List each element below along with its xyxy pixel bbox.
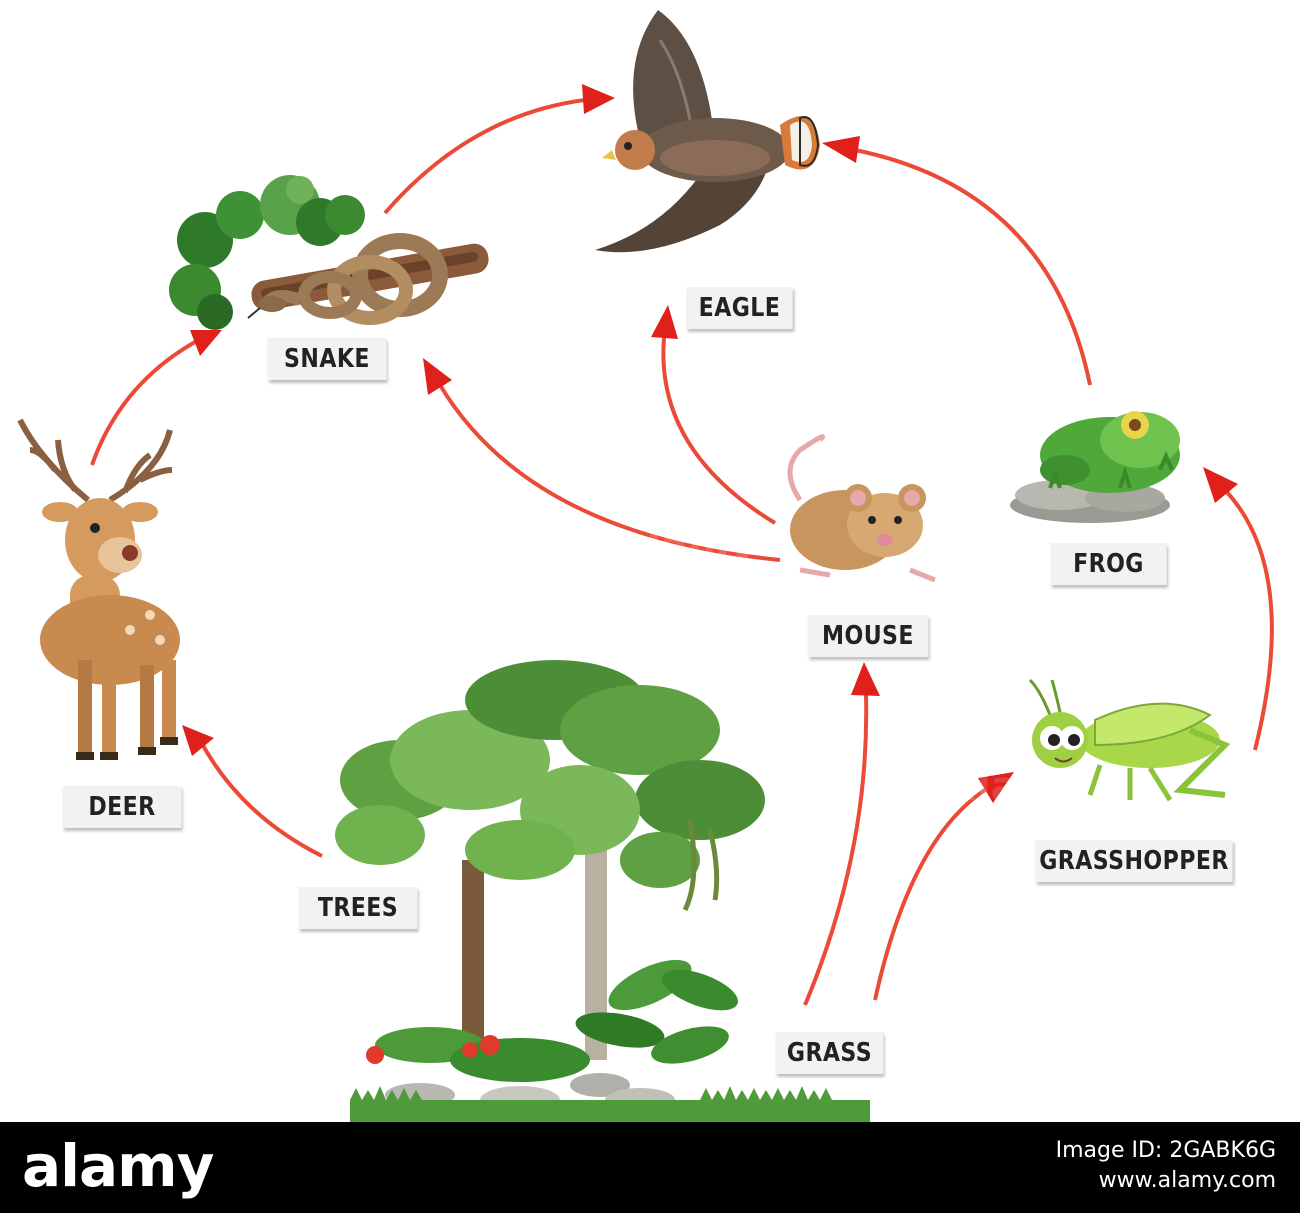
mouse-icon [787,434,936,583]
image-id: Image ID: 2GABK6G [1055,1138,1276,1163]
food-web-diagram: alamy alamy [17,10,1274,1122]
image-info: Image ID: 2GABK6G www.alamy.com [1056,1136,1276,1196]
svg-text:alamy: alamy [620,524,755,570]
arrow-mouse-to-snake [423,358,781,562]
node-label-eagle: EAGLE [686,287,793,329]
arrow-mouse-to-eagle [651,305,777,525]
arrow-grasshopper-to-frog [1203,467,1274,751]
node-label-grass: GRASS [775,1032,884,1074]
arrow-grass-to-grasshopper [873,772,1014,1001]
arrow-trees-to-deer [182,725,323,858]
deer-icon [17,418,180,760]
node-label-mouse: MOUSE [807,615,929,657]
snake-icon [169,175,489,330]
trees-icon [335,660,765,1114]
grasshopper-icon [1028,678,1231,802]
arrow-frog-to-eagle [822,136,1092,386]
arrows [90,84,1274,1006]
eagle-icon [595,10,820,253]
arrow-deer-to-snake [90,330,222,466]
node-label-grasshopper: GRASSHOPPER [1035,840,1233,882]
watermark-banner: alamy Image ID: 2GABK6G www.alamy.com [0,1122,1300,1213]
site-url: www.alamy.com [1098,1168,1276,1193]
brand-logo: alamy [22,1132,214,1200]
svg-text:alamy: alamy [950,764,1085,810]
node-label-trees: TREES [298,887,418,929]
arrow-grass-to-mouse [803,662,880,1006]
arrow-snake-to-eagle [383,84,615,215]
frog-icon [1010,411,1180,523]
node-label-snake: SNAKE [267,338,387,380]
node-label-deer: DEER [62,786,182,828]
node-label-frog: FROG [1050,543,1167,585]
grass-icon [350,1086,870,1122]
watermark-overlay: alamy alamy [620,524,1085,810]
